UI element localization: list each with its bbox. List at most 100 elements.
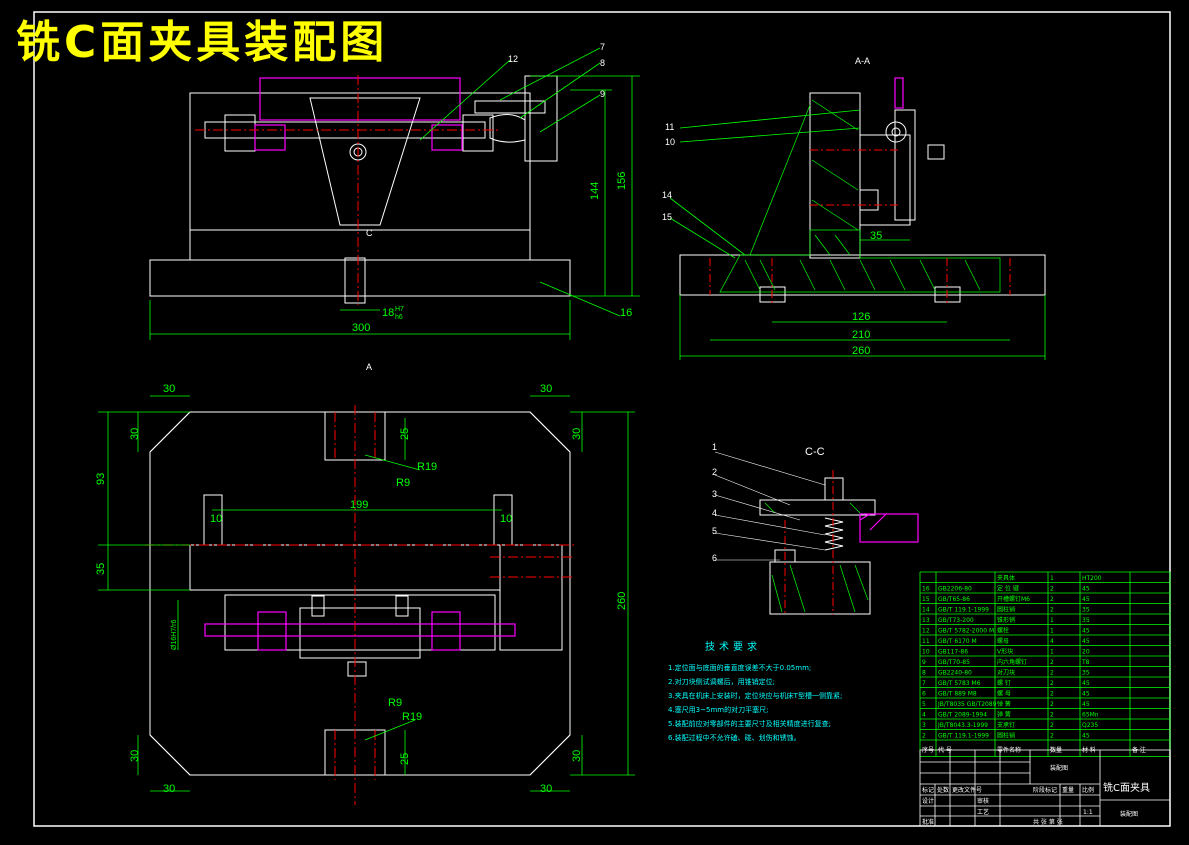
dim-front-fit-top: H7 <box>395 306 404 313</box>
section-mark-c: C <box>366 228 373 238</box>
bom-cell-name: 螺栓 <box>997 627 1009 635</box>
bom-cell-mat: T8 <box>1081 659 1090 666</box>
bom-cell-mat: 65Mn <box>1082 712 1099 719</box>
dim-front-width: 300 <box>352 322 370 334</box>
front-dims <box>149 47 640 340</box>
front-magenta <box>254 77 463 151</box>
dim-side-35: 35 <box>870 230 882 242</box>
bom-cell-mat: Q235 <box>1082 722 1098 729</box>
bom-cell-qty: 2 <box>1050 659 1054 666</box>
tb-drawing-name: 铣C面夹具 <box>1103 781 1150 794</box>
dim-front-slot: 18 <box>382 307 394 319</box>
bom-cell-name: 对刀块 <box>997 669 1015 677</box>
bom-cell-no: 3 <box>922 722 926 729</box>
bom-cell-mat: HT200 <box>1082 575 1102 582</box>
bom-cell-mat: 45 <box>1082 638 1090 645</box>
dim-plan-r19b: R19 <box>402 711 422 723</box>
bom-cell-no: 10 <box>922 649 930 656</box>
tech-item-5: 5.装配前应对零部件的主要尺寸及相关精度进行复查; <box>668 719 831 728</box>
bom-cell-qty: 2 <box>1050 712 1054 719</box>
leader-11: 11 <box>665 122 674 132</box>
cc-leader-1: 1 <box>712 442 717 452</box>
tb-assembly-label: 装配图 <box>1050 764 1068 772</box>
bom-cell-mat: 35 <box>1082 670 1090 677</box>
bom-cell-code: GB/T 5782-2000 M <box>938 628 994 635</box>
bom-cell-mat: 45 <box>1082 701 1090 708</box>
bom-cell-no: 16 <box>922 586 930 593</box>
tech-item-3: 3.夹具在机床上安装时，定位块应与机床T型槽一侧靠紧; <box>668 691 842 700</box>
cc-leader-6: 6 <box>712 553 717 563</box>
tb-c9: 重量 <box>1062 786 1074 794</box>
bom-cell-qty: 2 <box>1050 722 1054 729</box>
dim-plan-30e: 30 <box>129 750 141 762</box>
bom-cell-name: V形块 <box>997 648 1013 656</box>
bom-cell-qty: 1 <box>1050 628 1054 635</box>
cc-view <box>759 477 876 615</box>
dim-plan-30f: 30 <box>571 750 583 762</box>
section-mark-a: A <box>366 362 372 372</box>
bom-cell-mat: 45 <box>1082 691 1090 698</box>
bom-cell-code: GB117-86 <box>938 649 968 656</box>
side-hatch <box>719 99 1001 293</box>
section-cc-label: C-C <box>805 446 825 458</box>
bom-cell-name: 螺母 <box>997 637 1009 645</box>
cc-leaders <box>714 451 826 561</box>
tb-c3: 更改文件号 <box>952 786 982 794</box>
cc-hatch <box>764 502 869 613</box>
bom-cell-code: GB/T 889 M8 <box>938 691 977 698</box>
bom-cell-code: GB/T65-86 <box>938 596 970 603</box>
bom-cell-qty: 2 <box>1050 701 1054 708</box>
plan-dims <box>98 395 635 792</box>
tb-c4: 设计 <box>922 797 934 805</box>
bom-cell-qty: 2 <box>1050 670 1054 677</box>
dim-plan-25b: 25 <box>399 753 411 765</box>
bom-cell-code: GB2240-80 <box>938 670 972 677</box>
tb-c5: 审核 <box>977 797 989 805</box>
tech-item-6: 6.装配过程中不允许磕、碰、划伤和锈蚀。 <box>668 733 801 742</box>
bom-table <box>919 571 1171 757</box>
bom-cell-name: 内六角螺钉 <box>997 658 1027 666</box>
dim-side-126: 126 <box>852 311 870 323</box>
bom-cell-code: GB/T 2089-1994 <box>938 712 987 719</box>
tb-c8: 阶段标记 <box>1033 786 1057 794</box>
bom-cell-no: 5 <box>922 701 926 708</box>
tech-item-4: 4.塞尺用3~5mm的对刀平塞尺; <box>668 705 768 714</box>
plan-red <box>145 405 575 805</box>
plan-view <box>149 411 571 776</box>
front-view <box>149 75 571 304</box>
dim-side-260: 260 <box>852 345 870 357</box>
plan-diag-corners <box>149 411 571 776</box>
dim-plan-10b: 10 <box>500 513 512 525</box>
dim-plan-199: 199 <box>350 499 368 511</box>
bom-cell-name: 开槽螺钉M6 <box>997 595 1030 603</box>
bom-cell-mat: 45 <box>1082 586 1090 593</box>
tb-c11: 共 张 第 张 <box>1033 818 1063 826</box>
dim-front-156: 156 <box>616 172 628 190</box>
dim-plan-260: 260 <box>616 592 628 610</box>
border-frame <box>33 11 1171 827</box>
dim-front-fit-bottom: h6 <box>395 314 403 321</box>
side-magenta <box>894 77 904 109</box>
tb-c2: 处数 <box>937 786 949 794</box>
bom-cell-no: 12 <box>922 628 930 635</box>
dim-plan-10a: 10 <box>210 513 222 525</box>
bom-cell-no: 6 <box>922 691 926 698</box>
bom-cell-mat: 45 <box>1082 733 1090 740</box>
dim-plan-30g: 30 <box>163 783 175 795</box>
dim-plan-93: 93 <box>95 473 107 485</box>
section-aa-label: A-A <box>855 56 870 66</box>
cc-spring <box>824 517 844 551</box>
bom-cell-no: 8 <box>922 670 926 677</box>
leader-15: 15 <box>662 212 672 222</box>
tb-c7: 批准 <box>922 818 934 826</box>
bom-cell-qty: 1 <box>1050 617 1054 624</box>
cc-leader-4: 4 <box>712 508 717 518</box>
bom-cell-qty: 2 <box>1050 586 1054 593</box>
bom-cell-name: 弹 簧 <box>997 711 1011 719</box>
bom-cell-name: 圆柱销 <box>997 606 1015 614</box>
leader-7: 7 <box>600 42 605 52</box>
bom-cell-no: 4 <box>922 712 926 719</box>
tech-item-1: 1.定位面与底面的垂直度误差不大于0.05mm; <box>668 663 811 672</box>
dim-plan-r19a: R19 <box>417 461 437 473</box>
